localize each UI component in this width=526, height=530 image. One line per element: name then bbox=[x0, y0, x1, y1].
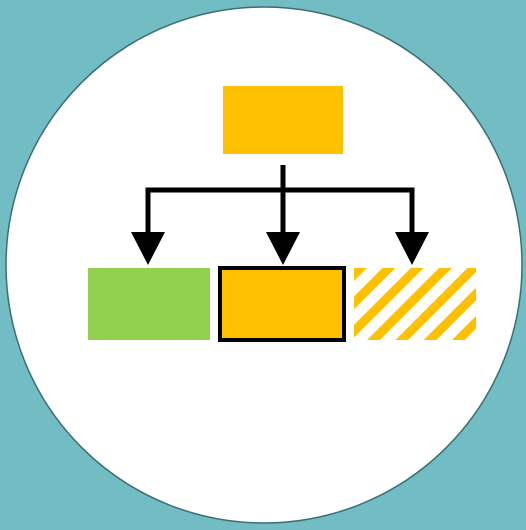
arrowhead-middle-icon bbox=[266, 232, 300, 265]
arrowhead-left-icon bbox=[131, 232, 165, 265]
child-node-middle bbox=[218, 266, 346, 342]
connector-lines bbox=[131, 165, 429, 265]
parent-node bbox=[223, 86, 343, 154]
arrowhead-right-icon bbox=[395, 232, 429, 265]
circle-badge bbox=[5, 6, 523, 524]
child-node-left bbox=[88, 268, 210, 340]
child-node-right-hatched bbox=[354, 268, 476, 340]
